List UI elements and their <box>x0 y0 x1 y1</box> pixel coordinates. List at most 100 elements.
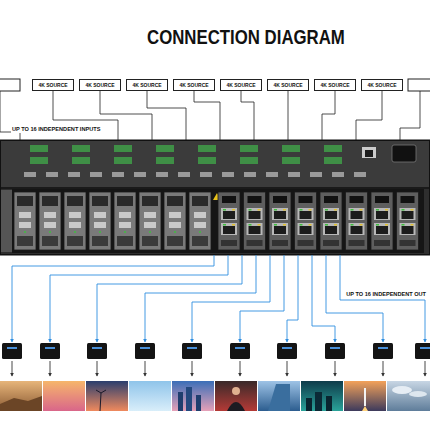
hdmi-input <box>332 172 344 177</box>
display-arrow <box>12 361 13 376</box>
source-box-cut <box>408 79 430 91</box>
receiver-box <box>87 343 107 359</box>
terminal-block <box>198 157 216 164</box>
display-arrows <box>12 361 425 376</box>
signal-wire <box>241 91 254 140</box>
output-wire <box>326 255 383 342</box>
terminal-block <box>114 157 132 164</box>
output-card <box>320 192 342 250</box>
source-label: 4K SOURCE <box>80 80 120 90</box>
display-arrow <box>192 361 193 376</box>
display-arrow <box>425 361 426 376</box>
panel-divider <box>0 187 430 189</box>
source-label: 4K SOURCE <box>174 80 214 90</box>
source-label: 4K SOURCE <box>127 80 167 90</box>
output-wires <box>12 255 425 342</box>
input-card <box>14 192 36 250</box>
receiver-box <box>182 343 202 359</box>
display-image <box>129 381 171 411</box>
terminal-block <box>240 157 258 164</box>
rj45-socket <box>365 150 373 157</box>
display-arrow <box>383 361 384 376</box>
display-arrow <box>240 361 241 376</box>
desert-dune <box>0 396 42 411</box>
receiver-box <box>40 343 60 359</box>
output-card <box>397 192 419 250</box>
terminal-block <box>30 157 48 164</box>
person-suit <box>227 402 245 411</box>
source-label: 4K SOURCE <box>362 80 402 90</box>
terminal-block <box>324 145 342 152</box>
hdmi-input <box>156 172 168 177</box>
matrix-chassis <box>0 140 430 255</box>
receiver-logo <box>235 347 245 349</box>
receiver-box <box>135 343 155 359</box>
terminal-block <box>72 157 90 164</box>
hdmi-input <box>46 172 58 177</box>
receivers <box>2 343 430 359</box>
city-building <box>186 387 192 411</box>
receiver-logo <box>92 347 102 349</box>
cloud <box>392 386 412 394</box>
hdmi-input-row <box>24 172 366 177</box>
section-label: UP TO 16 INDEPENDENT OUT <box>345 291 427 298</box>
source-box: 4K SOURCE <box>126 79 168 91</box>
output-card <box>244 192 266 250</box>
hdmi-input <box>266 172 278 177</box>
receiver-box <box>2 343 22 359</box>
display-arrow <box>335 361 336 376</box>
output-card <box>218 192 240 250</box>
output-wire <box>340 255 425 342</box>
terminal-block <box>282 157 300 164</box>
hdmi-input <box>178 172 190 177</box>
source-box: 4K SOURCE <box>314 79 356 91</box>
receiver-logo <box>378 347 388 349</box>
source-label: 4K SOURCE <box>315 80 355 90</box>
hdmi-input <box>244 172 256 177</box>
source-box: 4K SOURCE <box>267 79 309 91</box>
hdmi-input <box>288 172 300 177</box>
output-wire <box>312 255 335 342</box>
signal-wire <box>100 91 152 140</box>
output-card <box>371 192 393 250</box>
rack-handle <box>0 190 12 252</box>
input-card <box>139 192 161 250</box>
display-image <box>258 381 300 411</box>
tower-building <box>268 384 290 411</box>
input-card <box>39 192 61 250</box>
display-image <box>387 381 430 411</box>
power-socket <box>392 145 416 162</box>
source-label: 4K SOURCE <box>221 80 261 90</box>
input-card <box>189 192 211 250</box>
person-head <box>232 387 240 395</box>
display-images <box>0 381 430 411</box>
display-image <box>86 381 128 411</box>
card-bay <box>12 189 424 253</box>
source-box: 4K SOURCE <box>173 79 215 91</box>
output-wire <box>240 255 284 342</box>
terminal-blocks <box>30 145 342 164</box>
receiver-logo <box>420 347 430 349</box>
output-wire <box>12 255 214 342</box>
terminal-block <box>114 145 132 152</box>
terminal-block <box>156 145 174 152</box>
city-building <box>196 395 201 411</box>
signal-wire <box>194 91 220 140</box>
receiver-box <box>230 343 250 359</box>
output-wire <box>97 255 242 342</box>
hdmi-input <box>90 172 102 177</box>
receiver-logo <box>45 347 55 349</box>
display-image <box>344 381 386 411</box>
terminal-block <box>324 157 342 164</box>
receiver-box <box>373 343 393 359</box>
output-card <box>269 192 291 250</box>
city-building <box>315 392 322 411</box>
source-label: 4K SOURCE <box>268 80 308 90</box>
hdmi-input <box>112 172 124 177</box>
city-building <box>326 396 332 411</box>
receiver-box <box>415 343 430 359</box>
signal-wire <box>147 91 186 140</box>
display-image <box>301 381 343 411</box>
